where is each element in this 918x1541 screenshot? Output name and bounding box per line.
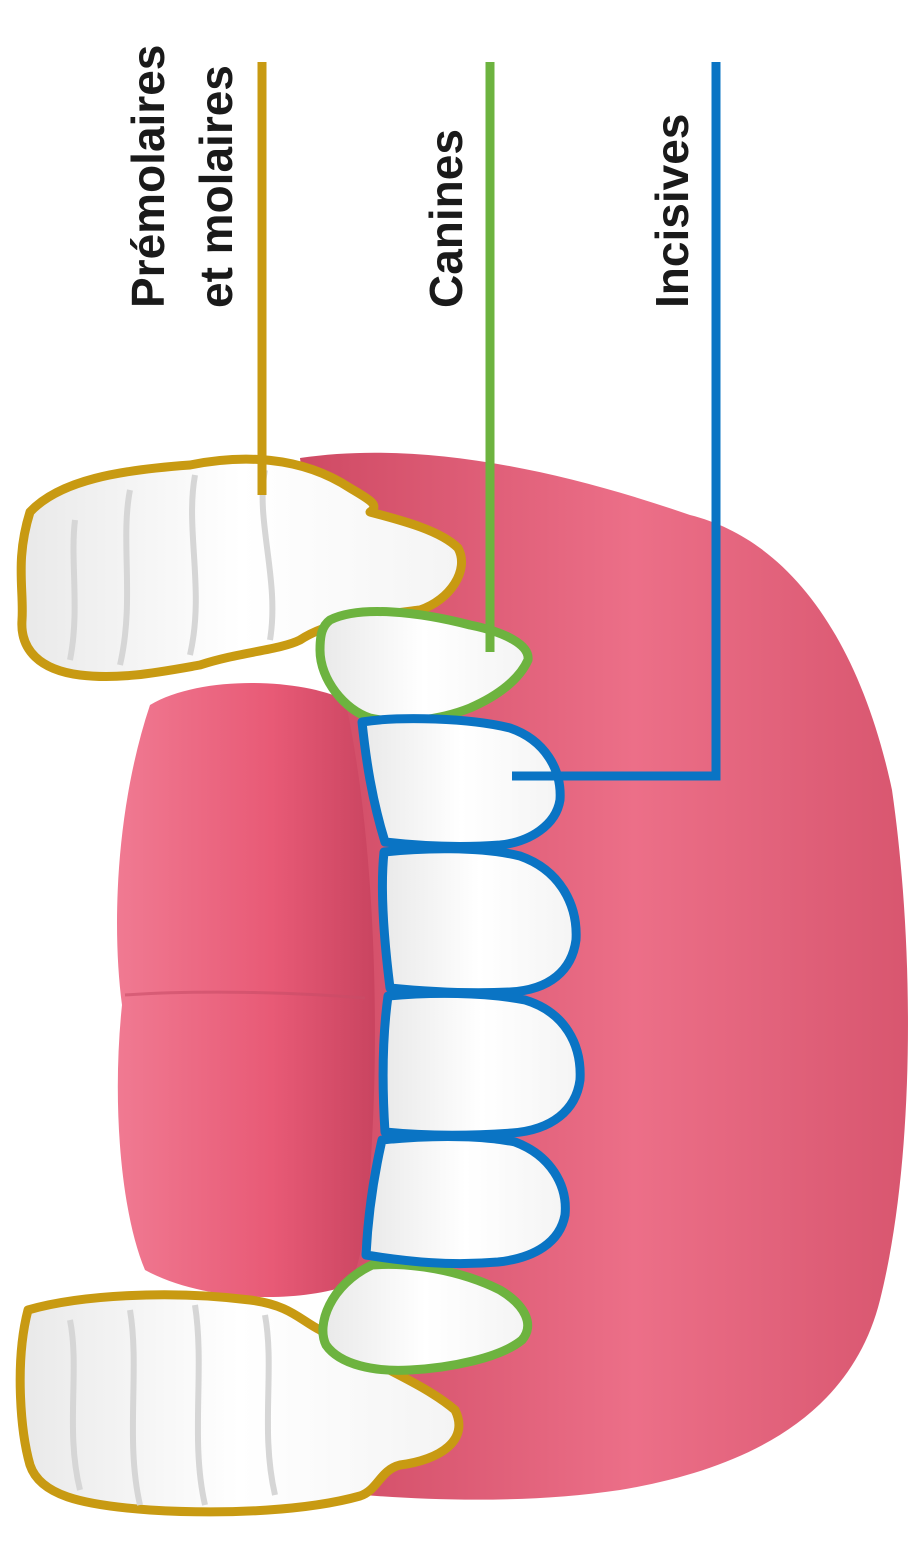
incisor-3 [383, 993, 580, 1135]
label-premolars-line2: et molaires [190, 65, 242, 308]
incisor-4 [366, 1137, 565, 1264]
label-premolars-line1: Prémolaires [122, 45, 174, 308]
incisor-1 [362, 719, 560, 847]
tongue [117, 683, 375, 1297]
incisor-2 [382, 849, 576, 993]
label-incisors: Incisives [646, 114, 698, 308]
label-canines: Canines [420, 129, 472, 308]
